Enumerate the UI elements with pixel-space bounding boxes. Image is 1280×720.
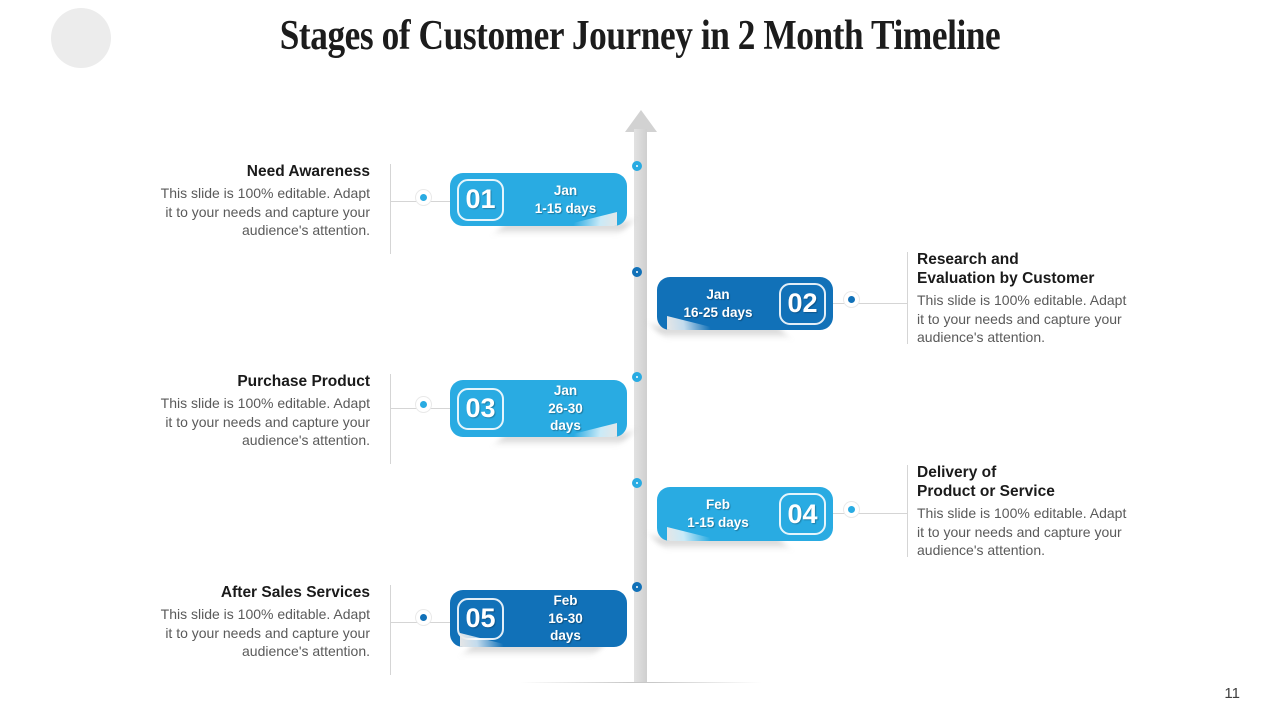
stage-2-badge: 02 Jan 16-25 days — [657, 277, 833, 330]
stage-5-number: 05 — [457, 597, 504, 640]
timeline-node-ring-2 — [632, 267, 642, 277]
stage-3-connector-dot — [416, 397, 431, 412]
stage-5-title: After Sales Services — [220, 584, 370, 601]
stage-2-connector-dot — [844, 292, 859, 307]
timeline-node-ring-4 — [632, 478, 642, 488]
timeline-node-ring-5 — [632, 582, 642, 592]
stage-5-text-block: After Sales Services This slide is 100% … — [130, 583, 370, 660]
stage-5-badge: 05 Feb 16-30 days — [450, 590, 627, 647]
stage-1-text-block: Need Awareness This slide is 100% editab… — [130, 162, 370, 239]
stage-1-title: Need Awareness — [246, 163, 370, 180]
stage-4-divider-line — [907, 465, 908, 557]
stage-1-date: Jan 1-15 days — [534, 182, 597, 216]
timeline-bar — [634, 129, 647, 682]
stage-1-description: This slide is 100% editable. Adapt it to… — [160, 185, 370, 238]
timeline-node-ring-1 — [632, 161, 642, 171]
timeline-node-ring-3 — [632, 372, 642, 382]
stage-4-description: This slide is 100% editable. Adapt it to… — [917, 505, 1127, 559]
stage-4-number: 04 — [779, 493, 826, 535]
stage-3-badge: 03 Jan 26-30 days — [450, 380, 627, 437]
stage-4-badge: 04 Feb 1-15 days — [657, 487, 833, 541]
stage-5-description: This slide is 100% editable. Adapt it to… — [160, 606, 370, 659]
stage-1-divider-line — [390, 164, 391, 254]
stage-2-description: This slide is 100% editable. Adapt it to… — [917, 292, 1127, 346]
stage-2-connector-line — [832, 303, 908, 304]
stage-4-date: Feb 1-15 days — [687, 497, 749, 530]
stage-4-title: Delivery of Product or Service — [917, 464, 1055, 501]
stage-4-connector-line — [832, 513, 908, 514]
stage-3-text-block: Purchase Product This slide is 100% edit… — [130, 372, 370, 449]
stage-3-date: Jan 26-30 days — [548, 383, 583, 434]
stage-2-text-block: Research and Evaluation by Customer This… — [917, 250, 1157, 347]
stage-2-title: Research and Evaluation by Customer — [917, 251, 1095, 288]
stage-2-number: 02 — [779, 282, 826, 325]
stage-3-title: Purchase Product — [237, 373, 370, 390]
logo-placeholder-circle — [51, 8, 111, 68]
stage-2-divider-line — [907, 252, 908, 344]
stage-1-badge: 01 Jan 1-15 days — [450, 173, 627, 226]
stage-1-number: 01 — [457, 178, 504, 221]
stage-3-divider-line — [390, 374, 391, 464]
stage-5-date: Feb 16-30 days — [548, 593, 583, 644]
slide-title: Stages of Customer Journey in 2 Month Ti… — [279, 13, 1001, 59]
stage-3-number: 03 — [457, 387, 504, 430]
stage-5-divider-line — [390, 585, 391, 675]
page-number: 11 — [1224, 685, 1240, 702]
timeline-base-line — [520, 682, 762, 683]
stage-3-description: This slide is 100% editable. Adapt it to… — [160, 395, 370, 448]
stage-5-connector-dot — [416, 610, 431, 625]
timeline-arrow-icon — [625, 110, 657, 132]
stage-4-text-block: Delivery of Product or Service This slid… — [917, 463, 1157, 560]
stage-2-date: Jan 16-25 days — [683, 286, 753, 320]
stage-1-connector-dot — [416, 190, 431, 205]
stage-4-connector-dot — [844, 502, 859, 517]
